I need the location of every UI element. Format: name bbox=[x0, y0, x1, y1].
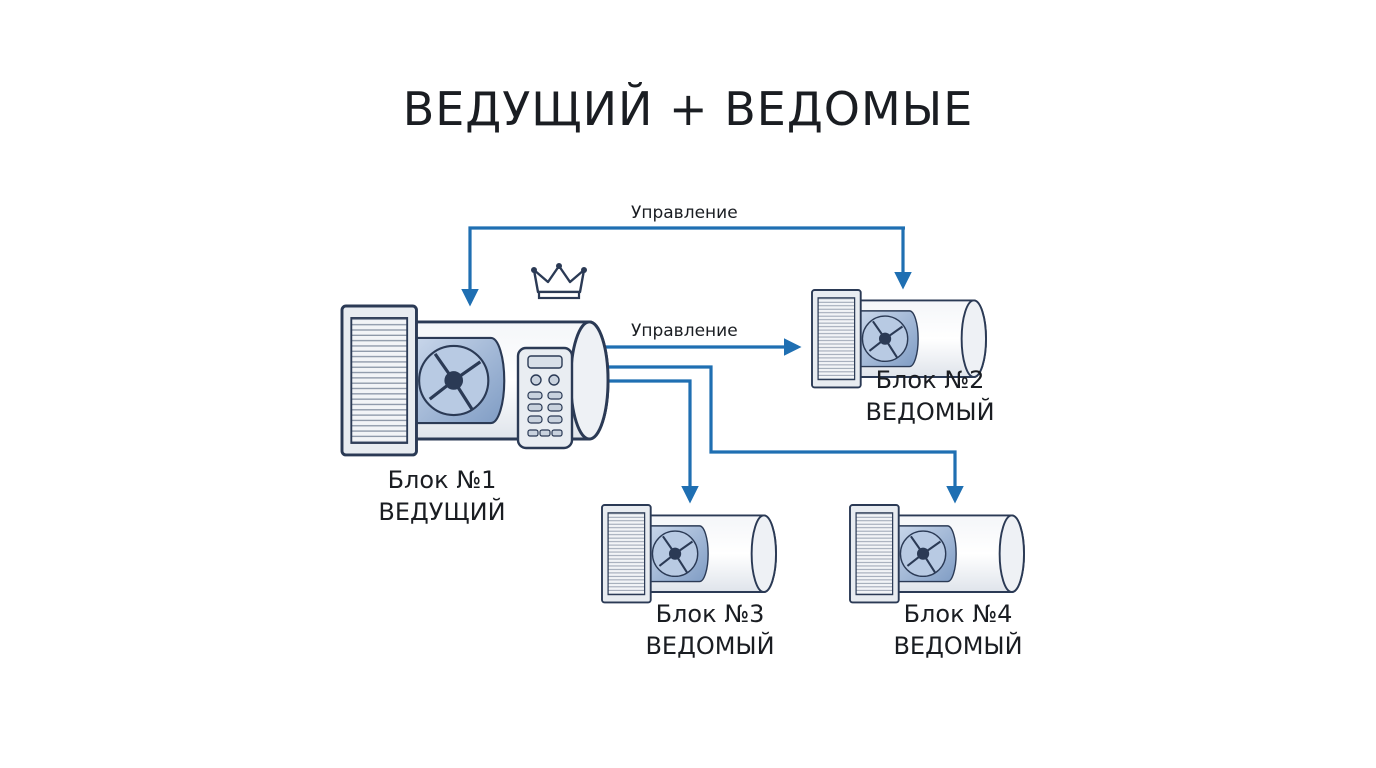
unit-1-role: ВЕДУЩИЙ bbox=[378, 498, 506, 526]
unit-label-2: Блок №2 ВЕДОМЫЙ bbox=[830, 364, 1030, 428]
unit-4-number: Блок №4 bbox=[903, 600, 1013, 628]
unit-4-role: ВЕДОМЫЙ bbox=[893, 632, 1023, 660]
control-arrow-to-unit3 bbox=[600, 379, 699, 504]
unit-3-role: ВЕДОМЫЙ bbox=[645, 632, 775, 660]
connection-lines bbox=[461, 226, 964, 504]
control-label-middle: Управление bbox=[631, 321, 738, 341]
ventilation-unit-4 bbox=[848, 503, 1026, 604]
unit-label-1: Блок №1 ВЕДУЩИЙ bbox=[342, 464, 542, 528]
unit-2-role: ВЕДОМЫЙ bbox=[865, 398, 995, 426]
unit-3-number: Блок №3 bbox=[655, 600, 765, 628]
unit-1-number: Блок №1 bbox=[387, 466, 497, 494]
ventilation-unit-3 bbox=[600, 503, 778, 604]
control-label-top: Управление bbox=[631, 203, 738, 223]
remote-control-icon bbox=[516, 346, 574, 450]
unit-label-4: Блок №4 ВЕДОМЫЙ bbox=[858, 598, 1058, 662]
control-arrow-to-master bbox=[461, 226, 905, 307]
diagram-title: ВЕДУЩИЙ + ВЕДОМЫЕ bbox=[402, 82, 974, 136]
unit-2-number: Блок №2 bbox=[875, 366, 985, 394]
crown-icon bbox=[531, 263, 587, 300]
control-arrow-to-unit4 bbox=[600, 365, 964, 504]
unit-label-3: Блок №3 ВЕДОМЫЙ bbox=[610, 598, 810, 662]
